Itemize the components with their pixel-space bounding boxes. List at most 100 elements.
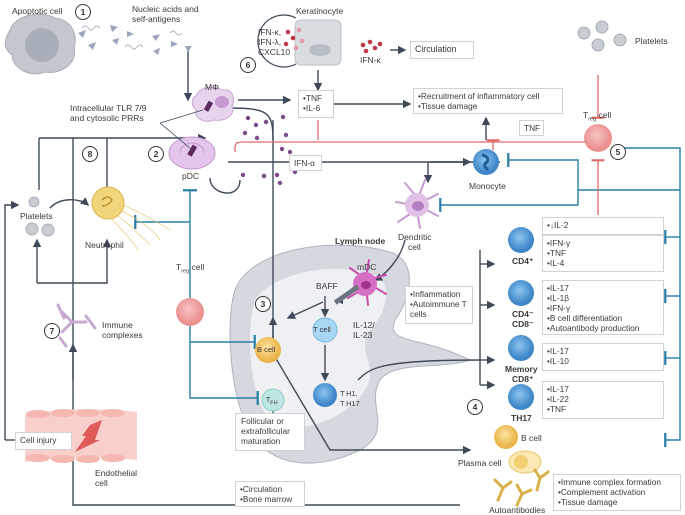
treg-left-cell: [176, 298, 204, 326]
immune-complexes: [56, 303, 97, 348]
step-8-badge: 8: [82, 146, 98, 162]
dendritic-cell-label-2: cell: [408, 242, 421, 252]
mdc: [333, 259, 387, 306]
cd4-cd8-cell: [508, 280, 534, 306]
lightning-icon: [75, 420, 102, 452]
monocyte-label: Monocyte: [469, 181, 506, 191]
il23-label: IL-23: [353, 330, 373, 340]
th17-cell: [508, 384, 534, 410]
ifn-kappa-dots: [283, 27, 383, 54]
tfh-label: TFH: [266, 397, 278, 407]
tnf-small-box: TNF: [519, 120, 544, 136]
treg-right-cell: [584, 124, 612, 152]
tnf-il6-box: TNFIL-6: [298, 90, 334, 118]
endothelial-label-1: Endothelial: [95, 468, 138, 478]
th1-th17-cell: [313, 383, 337, 407]
platelets-left: [25, 196, 55, 237]
antigen-triangles: [78, 25, 192, 55]
th17-label: TH17: [511, 413, 532, 423]
cd4-il2-box: ↓IL-2: [542, 217, 664, 235]
pathway-lines-dark: [4, 45, 500, 506]
lymph-node-label: Lymph node: [335, 236, 386, 246]
nucleic-acid-strands: [81, 25, 183, 50]
tlr-label-2: and cytosolic PRRs: [70, 113, 144, 123]
autoantibody-effects-box: Immune complex formationComplement activ…: [553, 474, 681, 511]
keratinocyte-cytokine-3: CXCL10: [258, 47, 291, 57]
neutrophil: [91, 186, 171, 251]
memory-cd8-cell: [508, 335, 534, 361]
step-5-badge: 5: [610, 144, 626, 160]
step-1-badge: 1: [75, 4, 91, 20]
autoantibodies: [493, 468, 550, 507]
ifn-alpha-dots: [240, 114, 311, 186]
step-6-badge: 6: [240, 57, 256, 73]
cd4-neg-label: CD4⁻: [512, 309, 534, 319]
keratinocyte-cytokine-1: IFN-κ,: [258, 27, 282, 37]
plasma-cell: [508, 450, 542, 474]
step-3-badge: 3: [255, 296, 271, 312]
th17-node-label: T H17: [340, 399, 360, 408]
step-4-badge: 4: [467, 399, 483, 415]
cd4-label: CD4⁺: [512, 256, 534, 266]
b-cell-node: [255, 337, 281, 363]
dendritic-cell: [395, 179, 439, 229]
dendritic-cell-label-1: Dendritic: [398, 232, 432, 242]
memory-label: Memory: [505, 364, 538, 374]
endothelial-label-2: cell: [95, 478, 108, 488]
platelets-right-label: Platelets: [635, 36, 668, 46]
step-2-badge: 2: [148, 146, 164, 162]
nucleic-acids-label-2: self-antigens: [132, 14, 181, 24]
treg-right-label: Treg cell: [583, 110, 612, 123]
pdc: [168, 136, 216, 170]
keratinocyte: [257, 14, 342, 68]
cd4-cell: [508, 227, 534, 253]
cell-injury-box: Cell injury: [15, 432, 72, 450]
recruitment-box: Recruitment of inflammatory cellTissue d…: [413, 88, 563, 114]
tlr-pointer-lines: [159, 109, 204, 150]
macrophage-label: MΦ: [205, 82, 219, 92]
cd4-cd8-cytokines-box: IL-17IL-1βIFN-γB cell differentiationAut…: [542, 280, 664, 335]
b-cell-label: B cell: [257, 345, 276, 354]
platelets-right: [577, 20, 627, 52]
mdc-label: mDC: [357, 262, 377, 272]
b-cell-right-label: B cell: [521, 433, 542, 443]
cd4-cytokines-box: IFN-γTNFIL-4: [542, 235, 664, 272]
plasma-cell-label: Plasma cell: [458, 458, 502, 468]
circulation-box: Circulation: [410, 41, 474, 59]
pathway-lines-blue: [134, 147, 681, 447]
th17-cytokines-box: IL-17IL-22TNF: [542, 381, 664, 419]
il12-label: IL-12/: [353, 320, 375, 330]
autoantibodies-label: Autoantibodies: [489, 505, 546, 515]
memory-cd8-cytokines-box: IL-17IL-10: [542, 343, 664, 371]
monocyte: [473, 149, 499, 175]
immune-complexes-label-2: complexes: [102, 330, 143, 340]
b-cell-right: [494, 425, 518, 449]
neutrophil-label: Neutrophil: [85, 240, 124, 250]
apoptotic-cell: [4, 13, 76, 75]
apoptotic-cell-label: Apoptotic cell: [12, 6, 63, 16]
pathway-lines-red: [234, 75, 605, 215]
circulation-marrow-box: CirculationBone marrow: [235, 481, 305, 507]
nucleic-acids-label-1: Nucleic acids and: [132, 4, 199, 14]
ifn-alpha-box: IFN-α: [289, 155, 322, 171]
cd8-neg-label: CD8⁻: [512, 319, 534, 329]
keratinocyte-cytokine-2: IFN-λ,: [258, 37, 282, 47]
tfh-cell: [261, 388, 285, 412]
treg-left-label: Treg cell: [176, 262, 205, 275]
pdc-label: pDC: [182, 171, 200, 181]
macrophage: [191, 86, 235, 122]
immune-complexes-label-1: Immune: [102, 320, 133, 330]
t-cell-label: T cell: [313, 325, 331, 334]
t-cell-node: [312, 317, 338, 343]
th1-label: T H1,: [340, 389, 358, 398]
step-7-badge: 7: [44, 323, 60, 339]
lymph-node-shape: [229, 244, 472, 464]
memory-cd8-label: CD8⁺: [512, 374, 534, 384]
inflammation-box: InflammationAutoimmune T cells: [405, 286, 473, 324]
ifn-kappa-label: IFN-κ: [360, 55, 381, 65]
platelets-left-label: Platelets: [20, 211, 53, 221]
baff-label: BAFF: [316, 281, 338, 291]
tlr-label-1: Intracellular TLR 7/9: [70, 103, 147, 113]
